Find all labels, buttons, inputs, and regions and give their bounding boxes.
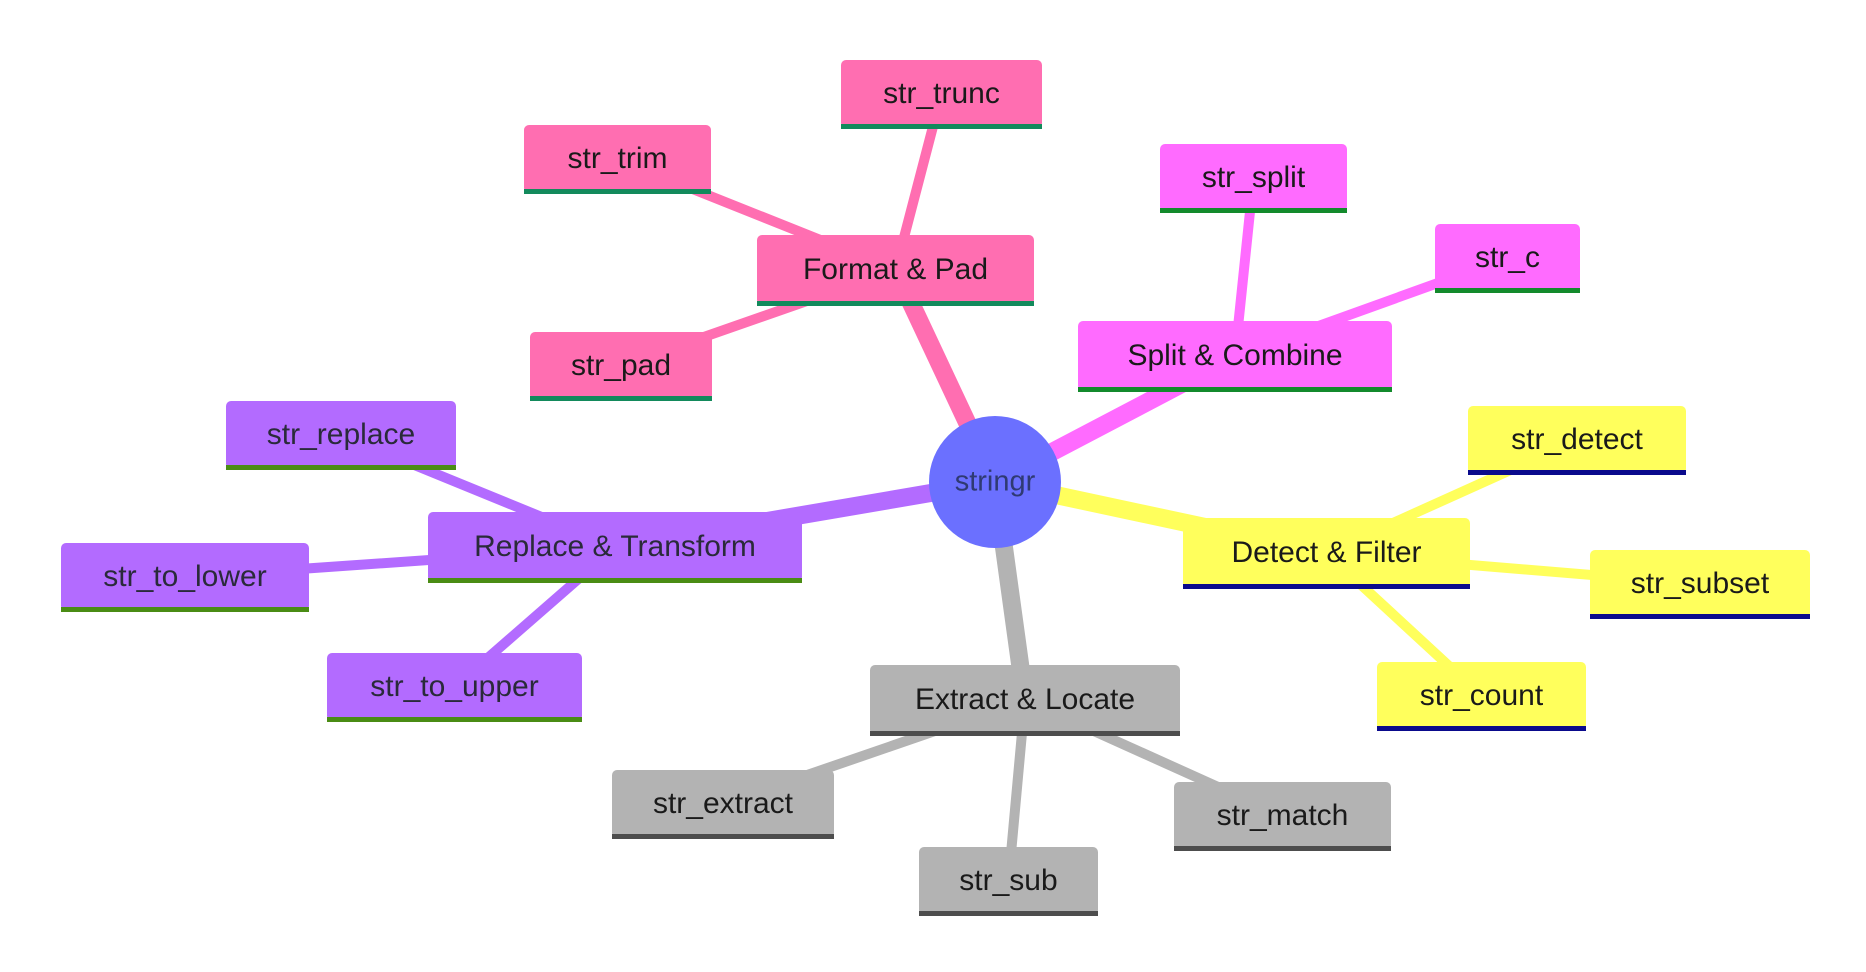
node-str-extract-underline bbox=[612, 834, 834, 839]
node-str-pad-background bbox=[530, 332, 712, 400]
node-str-replace-label: str_replace bbox=[267, 418, 415, 451]
node-str-subset-underline bbox=[1590, 614, 1810, 619]
node-str-split-underline bbox=[1160, 208, 1347, 213]
node-str-to-upper-label: str_to_upper bbox=[370, 670, 538, 703]
node-str-trim-label: str_trim bbox=[568, 142, 668, 175]
node-str-split-label: str_split bbox=[1202, 161, 1306, 194]
node-str-extract-label: str_extract bbox=[653, 787, 794, 820]
node-str-extract-background bbox=[612, 770, 834, 838]
node-str-c-label: str_c bbox=[1475, 241, 1540, 274]
node-str-to-lower-label: str_to_lower bbox=[103, 560, 266, 593]
node-str-c-background bbox=[1435, 224, 1580, 292]
node-str-sub-label: str_sub bbox=[959, 864, 1057, 897]
branch-detect-filter-underline bbox=[1183, 584, 1470, 589]
node-str-sub-underline bbox=[919, 911, 1098, 916]
branch-format-pad-label: Format & Pad bbox=[803, 253, 988, 286]
node-str-trim[interactable]: str_trim bbox=[524, 125, 711, 194]
node-str-detect-label: str_detect bbox=[1511, 423, 1643, 456]
node-str-trim-background bbox=[524, 125, 711, 193]
node-str-c-underline bbox=[1435, 288, 1580, 293]
node-str-pad-underline bbox=[530, 396, 712, 401]
node-str-detect[interactable]: str_detect bbox=[1468, 406, 1686, 475]
node-str-replace-underline bbox=[226, 465, 456, 470]
node-str-count[interactable]: str_count bbox=[1377, 662, 1586, 731]
node-str-to-lower[interactable]: str_to_lower bbox=[61, 543, 309, 612]
node-str-c[interactable]: str_c bbox=[1435, 224, 1580, 293]
branch-split-combine[interactable]: Split & Combine bbox=[1078, 321, 1392, 392]
branch-replace-transform[interactable]: Replace & Transform bbox=[428, 512, 802, 583]
node-str-count-label: str_count bbox=[1420, 679, 1544, 712]
node-str-match[interactable]: str_match bbox=[1174, 782, 1391, 851]
branch-format-pad-background bbox=[757, 235, 1034, 305]
node-str-to-lower-background bbox=[61, 543, 309, 611]
node-str-pad[interactable]: str_pad bbox=[530, 332, 712, 401]
node-str-extract[interactable]: str_extract bbox=[612, 770, 834, 839]
branch-split-combine-background bbox=[1078, 321, 1392, 391]
node-str-trim-underline bbox=[524, 189, 711, 194]
node-str-split[interactable]: str_split bbox=[1160, 144, 1347, 213]
root-node[interactable]: stringr bbox=[929, 416, 1061, 548]
node-str-trunc[interactable]: str_trunc bbox=[841, 60, 1042, 129]
branch-extract-locate-label: Extract & Locate bbox=[915, 683, 1135, 716]
node-str-subset[interactable]: str_subset bbox=[1590, 550, 1810, 619]
branch-replace-transform-label: Replace & Transform bbox=[474, 530, 756, 563]
node-str-to-lower-underline bbox=[61, 607, 309, 612]
branch-format-pad[interactable]: Format & Pad bbox=[757, 235, 1034, 306]
node-str-sub[interactable]: str_sub bbox=[919, 847, 1098, 916]
node-str-trunc-underline bbox=[841, 124, 1042, 129]
node-str-sub-background bbox=[919, 847, 1098, 915]
branch-detect-filter-background bbox=[1183, 518, 1470, 588]
branch-replace-transform-background bbox=[428, 512, 802, 582]
branch-extract-locate[interactable]: Extract & Locate bbox=[870, 665, 1180, 736]
node-str-subset-label: str_subset bbox=[1631, 567, 1770, 600]
node-str-match-background bbox=[1174, 782, 1391, 850]
node-str-count-underline bbox=[1377, 726, 1586, 731]
branch-extract-locate-underline bbox=[870, 731, 1180, 736]
node-str-to-upper-underline bbox=[327, 717, 582, 722]
branch-detect-filter[interactable]: Detect & Filter bbox=[1183, 518, 1470, 589]
node-str-split-background bbox=[1160, 144, 1347, 212]
branch-split-combine-label: Split & Combine bbox=[1127, 339, 1342, 372]
node-str-replace-background bbox=[226, 401, 456, 469]
branch-split-combine-underline bbox=[1078, 387, 1392, 392]
node-str-match-label: str_match bbox=[1217, 799, 1349, 832]
node-str-pad-label: str_pad bbox=[571, 349, 671, 382]
node-str-count-background bbox=[1377, 662, 1586, 730]
node-str-to-upper-background bbox=[327, 653, 582, 721]
node-str-to-upper[interactable]: str_to_upper bbox=[327, 653, 582, 722]
branch-extract-locate-background bbox=[870, 665, 1180, 735]
branch-detect-filter-label: Detect & Filter bbox=[1231, 536, 1421, 569]
root-circle bbox=[929, 416, 1061, 548]
node-str-trunc-label: str_trunc bbox=[883, 77, 1000, 110]
node-str-trunc-background bbox=[841, 60, 1042, 128]
branch-replace-transform-underline bbox=[428, 578, 802, 583]
node-str-match-underline bbox=[1174, 846, 1391, 851]
node-str-subset-background bbox=[1590, 550, 1810, 618]
node-str-detect-background bbox=[1468, 406, 1686, 474]
nodes-layer: str_trunc str_trim str_pad Format & Pad str_… bbox=[61, 60, 1810, 916]
root-label: stringr bbox=[955, 466, 1036, 498]
branch-format-pad-underline bbox=[757, 301, 1034, 306]
node-str-replace[interactable]: str_replace bbox=[226, 401, 456, 470]
node-str-detect-underline bbox=[1468, 470, 1686, 475]
